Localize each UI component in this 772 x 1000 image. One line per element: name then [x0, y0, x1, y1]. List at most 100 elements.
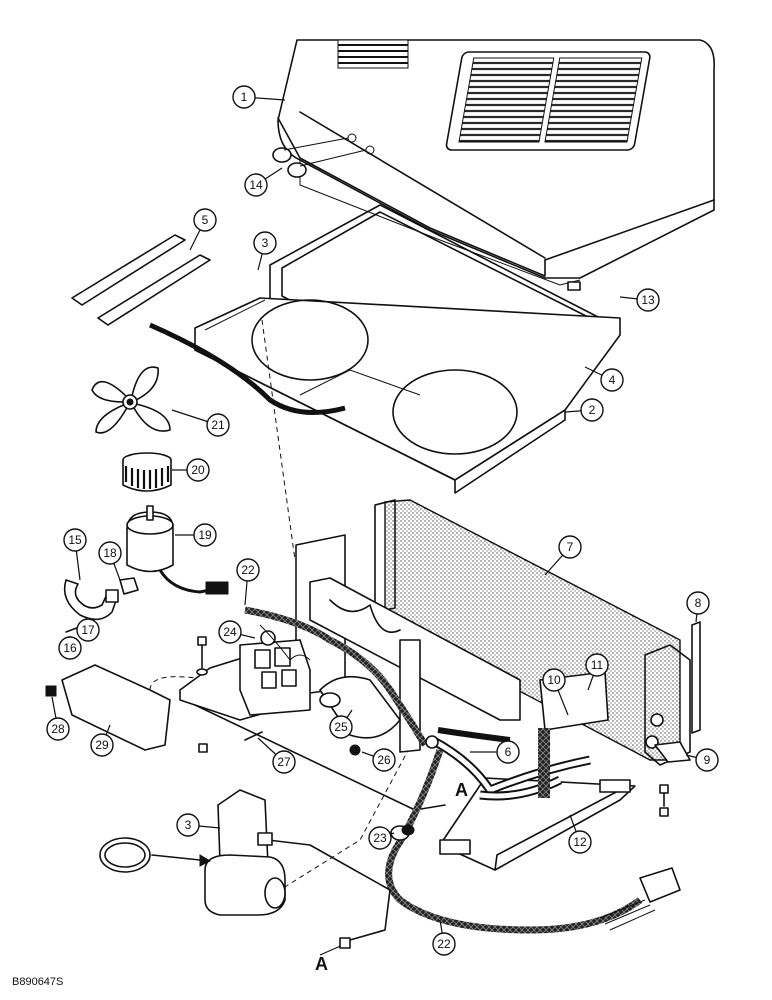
- connector-plug-part: [599, 867, 681, 931]
- callout-balloon-20: 20: [172, 458, 210, 482]
- callout-balloon-24: 24: [218, 620, 256, 644]
- callout-number: 15: [68, 533, 82, 547]
- callout-balloon-13: 13: [619, 288, 660, 312]
- callout-circle: [695, 748, 719, 772]
- seal-strip-part: [691, 621, 701, 734]
- relay-block-part: [239, 624, 311, 716]
- callout-balloon-7: 7: [544, 535, 582, 576]
- callout-balloon-1: 1: [232, 85, 286, 109]
- callout-balloon-25: 25: [329, 709, 353, 739]
- callout-circle: [176, 813, 200, 837]
- callout-balloon-22: 22: [236, 558, 260, 606]
- callout-group: 1 14 5 3 13 4 2 21 20 19 7 15 18 22 8 17 16 24 11 10 28 29 25 6…: [46, 85, 719, 956]
- callout-circle: [600, 368, 624, 392]
- callout-number: 3: [262, 236, 269, 250]
- wire-harness-part: [148, 322, 346, 415]
- callout-balloon-29: 29: [90, 724, 114, 757]
- bolt-part: [196, 636, 208, 753]
- callout-circle: [193, 523, 217, 547]
- callout-circle: [186, 458, 210, 482]
- callout-balloon-23: 23: [368, 826, 395, 850]
- callout-circle: [496, 740, 520, 764]
- callout-circle: [58, 636, 82, 660]
- callout-circle: [193, 208, 217, 232]
- callout-number: 19: [198, 528, 212, 542]
- callout-number: 3: [185, 818, 192, 832]
- callout-number: 26: [377, 753, 391, 767]
- callout-balloon-27: 27: [257, 737, 296, 774]
- callout-number: 11: [591, 658, 604, 672]
- clip-part: [119, 577, 139, 595]
- callout-balloon-5: 5: [189, 208, 217, 251]
- callout-number: 20: [191, 463, 205, 477]
- hose-parts: [425, 727, 591, 801]
- callout-circle: [98, 541, 122, 565]
- callout-number: 17: [81, 623, 95, 637]
- side-cover-part: [61, 664, 171, 751]
- lower-harness-part: [385, 748, 643, 934]
- callout-number: 6: [505, 745, 512, 759]
- callout-number: 14: [249, 178, 263, 192]
- callout-circle: [558, 535, 582, 559]
- callout-balloon-21: 21: [171, 409, 230, 437]
- callout-number: 27: [277, 755, 291, 769]
- foam-strip-parts: [71, 234, 211, 326]
- callout-number: 23: [373, 831, 387, 845]
- callout-number: 2: [589, 403, 596, 417]
- callout-number: 12: [573, 835, 587, 849]
- receiver-drier-part: [204, 789, 391, 941]
- callout-number: 22: [437, 937, 451, 951]
- callout-balloon-26: 26: [361, 748, 396, 772]
- motor-strap-part: [63, 579, 119, 621]
- plug-parts: [272, 133, 375, 178]
- callout-balloon-6: 6: [470, 740, 520, 764]
- callout-number: 10: [547, 673, 561, 687]
- callout-number: 4: [609, 373, 616, 387]
- alignment-line-2: [279, 731, 419, 891]
- callout-number: 8: [695, 596, 702, 610]
- callout-balloon-18: 18: [98, 541, 122, 581]
- callout-balloon-15: 15: [63, 528, 87, 581]
- callout-circle: [329, 715, 353, 739]
- callout-circle: [432, 932, 456, 956]
- callout-circle: [253, 231, 277, 255]
- callout-circle: [63, 528, 87, 552]
- callout-circle: [272, 750, 296, 774]
- callout-number: 21: [211, 418, 225, 432]
- callout-number: 13: [641, 293, 655, 307]
- callout-number: 1: [241, 90, 248, 104]
- callout-circle: [585, 653, 609, 677]
- fan-blade-part: [91, 366, 171, 434]
- callout-circle: [206, 413, 230, 437]
- callout-balloon-10: 10: [542, 668, 569, 716]
- alignment-line: [261, 319, 296, 561]
- nut-part: [349, 744, 361, 756]
- fitting-part: [390, 824, 415, 841]
- cover-part: [277, 39, 716, 291]
- callout-balloon-12: 12: [568, 814, 592, 854]
- callout-number: 9: [704, 753, 711, 767]
- callout-number: 22: [241, 563, 255, 577]
- callout-balloon-17: 17: [76, 618, 100, 642]
- callout-number: 16: [63, 641, 77, 655]
- clamp-ring-part: [99, 837, 212, 873]
- callout-circle: [90, 733, 114, 757]
- callout-number: 25: [334, 720, 348, 734]
- callout-number: 28: [51, 722, 65, 736]
- base-plate-part: [194, 297, 621, 494]
- callout-number: 24: [223, 625, 237, 639]
- callout-circle: [76, 618, 100, 642]
- callout-circle: [568, 830, 592, 854]
- callout-circle: [232, 85, 256, 109]
- callout-balloon-19: 19: [175, 523, 217, 547]
- callout-balloon-28: 28: [46, 696, 70, 741]
- callout-circle: [636, 288, 660, 312]
- callout-number: 29: [95, 738, 109, 752]
- callout-circle: [244, 173, 268, 197]
- callout-circle: [236, 558, 260, 582]
- screw-part-27: [244, 731, 263, 741]
- callout-number: 5: [202, 213, 209, 227]
- callout-circle: [686, 591, 710, 615]
- view-marker-upper: A: [455, 780, 468, 800]
